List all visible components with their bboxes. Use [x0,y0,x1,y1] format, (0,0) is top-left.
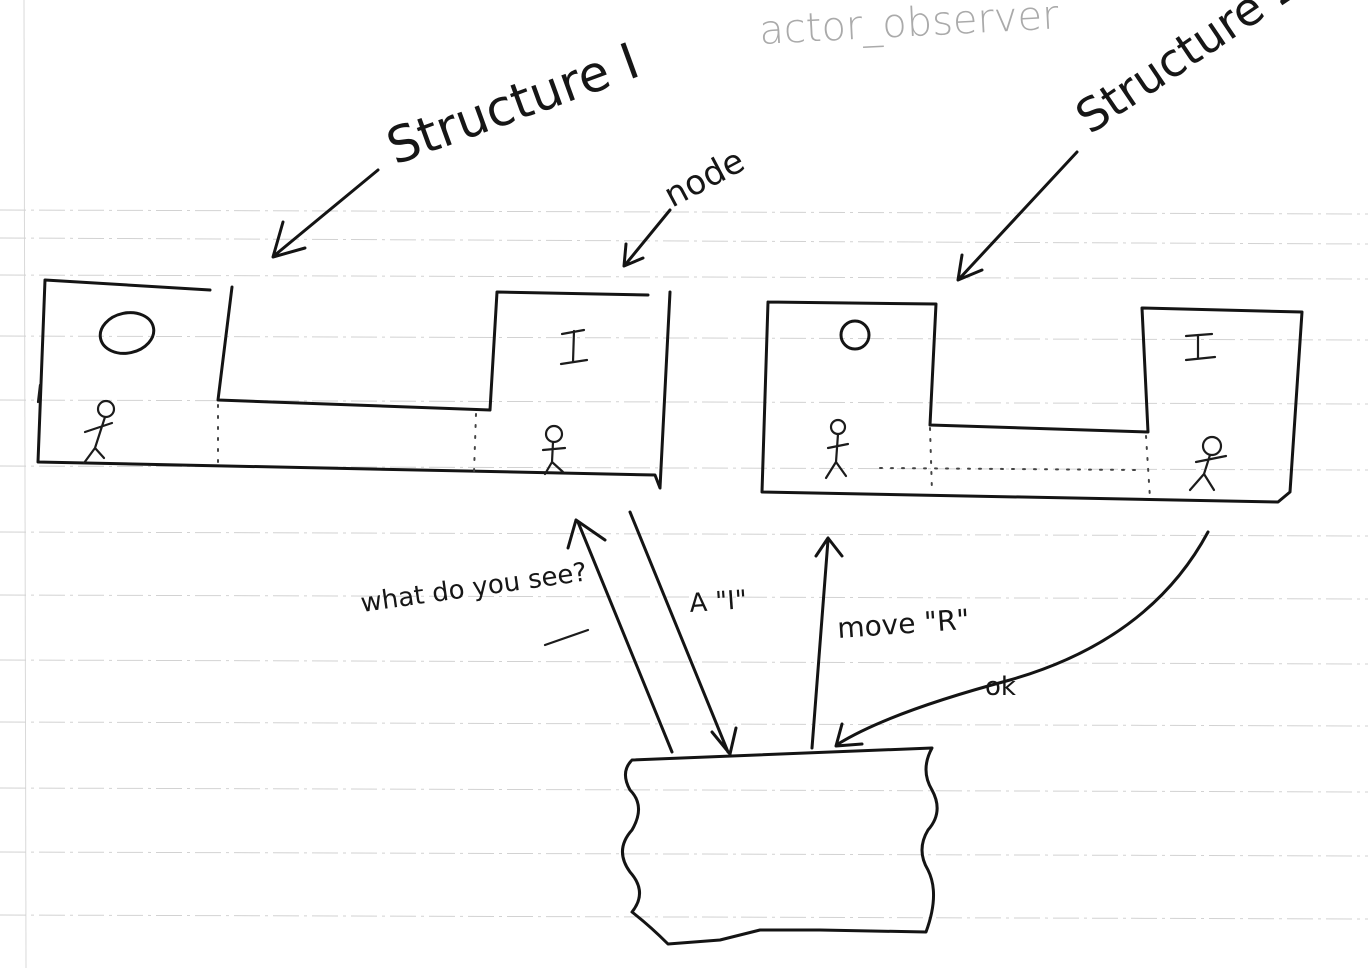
stick-figure-icon [824,418,850,480]
structure-1-outline [36,278,672,490]
structure-1-door-right [473,413,477,473]
structure-1-label: Structure I [379,32,646,177]
message-arrows [543,510,1210,756]
structure-2-pointer-arrow [956,150,1079,282]
structure-2-door-right [1145,435,1151,499]
command-message: move "R" [836,603,970,645]
structure-1-pointer-arrow [271,168,380,259]
structure-1-room-left-marker [98,311,156,355]
command-arrow [810,536,844,750]
structure-2-door-left [929,427,933,493]
structure-2-corridor-dots [879,467,1141,471]
ack-message: ok [985,672,1016,702]
structure-1-left-tick [36,383,42,404]
node-pointer-arrow [622,208,672,268]
agent-box [621,746,939,946]
structure-2-room-right-marker [1184,332,1217,362]
structure-2-label: Structure 2 [1066,0,1310,144]
structure-2: Structure 2 O I [760,0,1310,504]
diagram-title: actor_observer [758,0,1060,54]
structure-2-outline [760,300,1304,504]
reply-arrow [628,510,738,756]
query-arrow [566,518,674,754]
reply-message: A "I" [688,585,748,619]
structure-1-room-right-marker [559,328,589,366]
query-message: what do you see? [359,557,589,618]
stick-figure-icon [541,424,567,476]
structure-1: Structure I node O I [36,32,751,490]
node-label: node [657,141,751,216]
stick-figure-icon [82,399,116,465]
stick-figure-icon [1188,435,1228,492]
query-tick [543,628,590,647]
ack-arrow [834,530,1210,748]
structure-2-room-left-marker [839,319,871,351]
